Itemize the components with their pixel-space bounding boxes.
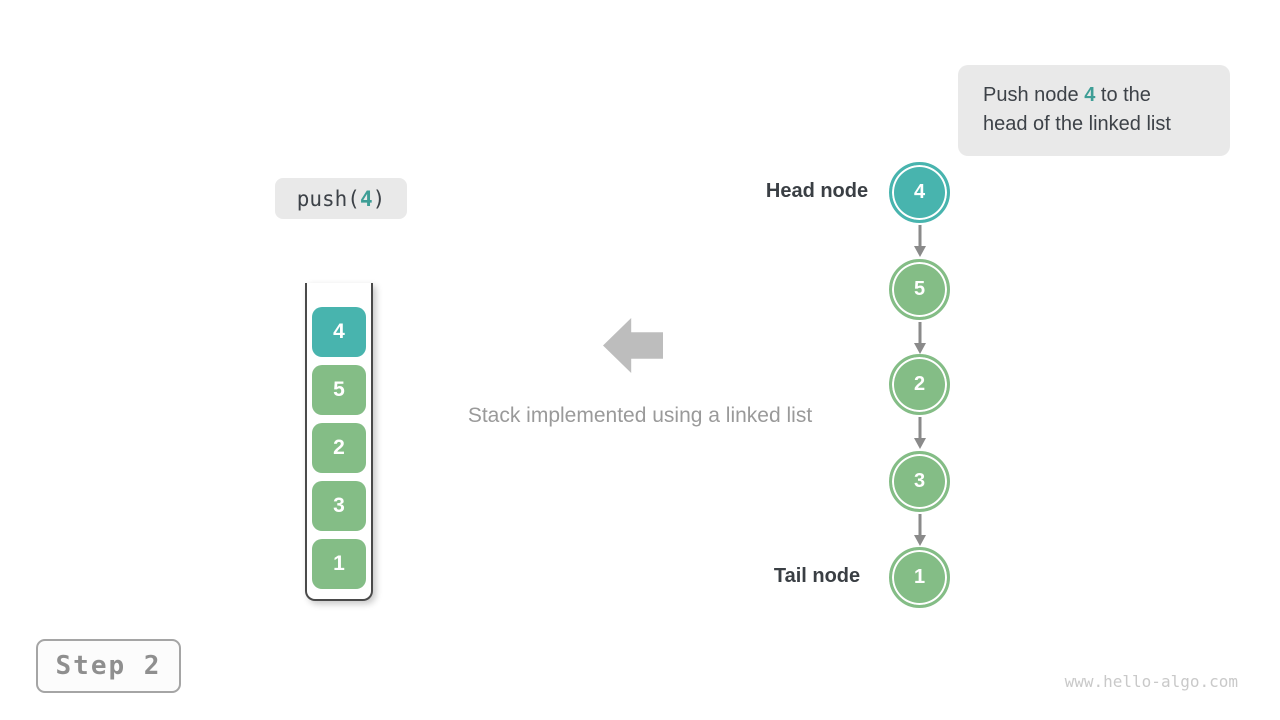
- push-operation-box: push(4): [275, 178, 407, 219]
- stack-item: 3: [312, 481, 366, 531]
- callout-text-prefix: Push node: [983, 84, 1085, 106]
- linked-list-node: 5: [889, 259, 950, 320]
- stack-item: 1: [312, 539, 366, 589]
- callout-highlight-value: 4: [1084, 84, 1096, 106]
- callout-line-2: head of the linked list: [983, 113, 1171, 135]
- step-badge: Step 2: [36, 639, 181, 693]
- operation-prefix: push(: [296, 186, 360, 211]
- head-node-label: Head node: [765, 180, 869, 202]
- callout-line-1: Push node 4 to the: [983, 81, 1230, 110]
- down-arrow-icon: [908, 225, 931, 257]
- linked-list-node: 3: [889, 451, 950, 512]
- down-arrow-icon: [908, 514, 931, 546]
- tail-node-label: Tail node: [773, 565, 861, 587]
- diagram-caption: Stack implemented using a linked list: [467, 404, 813, 427]
- operation-suffix: ): [372, 186, 386, 211]
- push-callout: Push node 4 to the head of the linked li…: [958, 65, 1230, 156]
- linked-list-node: 2: [889, 354, 950, 415]
- operation-highlight-value: 4: [359, 186, 373, 211]
- stack-item-top: 4: [312, 307, 366, 357]
- left-block-arrow-icon: [603, 318, 663, 373]
- stack-container: 4 5 2 3 1: [305, 283, 373, 601]
- down-arrow-icon: [908, 322, 931, 354]
- stack-item: 5: [312, 365, 366, 415]
- linked-list-node-tail: 1: [889, 547, 950, 608]
- callout-text-suffix: to the: [1095, 84, 1151, 106]
- watermark: www.hello-algo.com: [1064, 672, 1238, 691]
- down-arrow-icon: [908, 417, 931, 449]
- linked-list-node-head: 4: [889, 162, 950, 223]
- stack-item: 2: [312, 423, 366, 473]
